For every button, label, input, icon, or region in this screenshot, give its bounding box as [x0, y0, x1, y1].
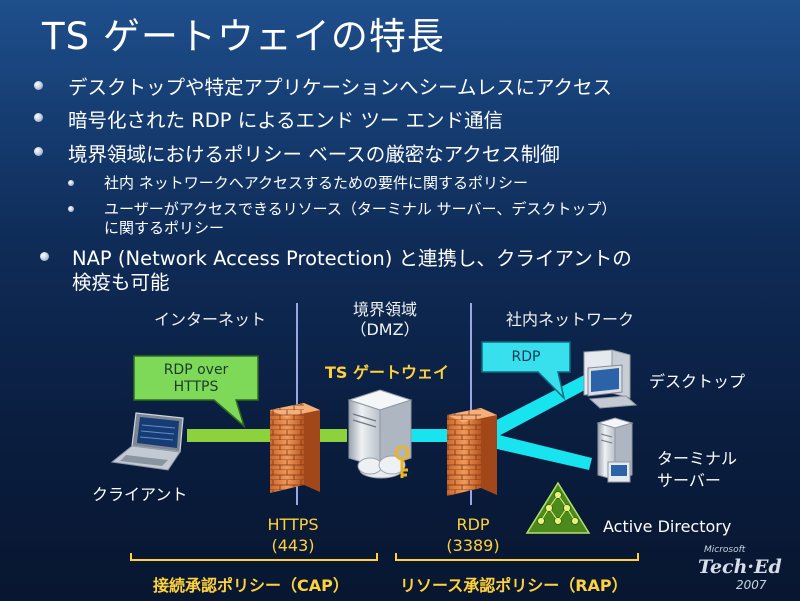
sub-bullet-text-cont: に関するポリシー [104, 219, 225, 237]
callout-rdp-over-https [133, 355, 259, 429]
gateway-label: TS ゲートウェイ [324, 363, 449, 382]
zone-internet-label: インターネット [153, 310, 266, 329]
sub-bullet-text: 社内 ネットワークへアクセスするための要件に関するポリシー [104, 174, 529, 192]
sub-bullet-dot [68, 180, 74, 186]
terminal-server-label-1: ターミナル [657, 449, 738, 468]
rdp-port-number: (3389) [446, 536, 500, 555]
callout-green-line2: HTTPS [173, 379, 219, 395]
rap-policy-label: リソース承認ポリシー（RAP） [400, 576, 628, 595]
bullet-text: 暗号化された RDP によるエンド ツー エンド通信 [68, 109, 504, 132]
callout-rdp [481, 341, 571, 401]
bullet-text: 境界領域におけるポリシー ベースの厳密なアクセス制御 [68, 143, 560, 166]
bullet-dot [34, 113, 43, 122]
cap-policy-label: 接続承認ポリシー（CAP） [153, 576, 349, 595]
bullet-dot [40, 252, 49, 261]
terminal-server-label-2: サーバー [657, 471, 721, 490]
bullet-dot [34, 147, 43, 156]
teched-logo: Microsoft Tech·Ed 2007 [692, 545, 792, 595]
zone-corporate-label: 社内ネットワーク [505, 310, 634, 329]
sub-bullet-text: ユーザーがアクセスできるリソース（ターミナル サーバー、デスクトップ） [104, 200, 617, 218]
logo-line3: 2007 [736, 578, 767, 592]
sub-bullet-dot [68, 206, 74, 212]
bullet-text: デスクトップや特定アプリケーションへシームレスにアクセス [68, 76, 613, 99]
zone-dmz-label-2: （DMZ） [350, 320, 420, 339]
https-link [187, 429, 347, 442]
rap-brace [395, 553, 639, 561]
firewall-icon-https [270, 403, 320, 493]
https-port-label: HTTPS [267, 515, 319, 534]
https-port-number: (443) [271, 536, 315, 555]
desktop-icon [583, 349, 638, 409]
client-label: クライアント [92, 485, 188, 504]
desktop-label: デスクトップ [649, 372, 746, 391]
zone-dmz-label: 境界領域 [352, 300, 417, 319]
rdp-link-gateway [405, 429, 455, 442]
logo-line1: Microsoft [704, 545, 746, 555]
server-icon-gateway [347, 389, 413, 479]
active-directory-icon [525, 481, 591, 534]
cap-brace [130, 553, 378, 561]
laptop-icon [110, 412, 184, 471]
callout-green-line1: RDP over [163, 362, 229, 378]
firewall-icon-rdp [447, 408, 497, 496]
active-directory-label: Active Directory [603, 517, 732, 536]
key-icon [394, 445, 410, 478]
nap-bullet-line1: NAP (Network Access Protection) と連携し、クライ… [72, 247, 632, 270]
slide-title: TS ゲートウェイの特長 [42, 15, 445, 58]
server-icon-terminal [596, 417, 634, 483]
rdp-link-desktop [487, 371, 598, 439]
logo-line2: Tech·Ed [698, 556, 782, 578]
callout-blue-text: RDP [511, 349, 541, 365]
bullet-dot [34, 81, 43, 90]
nap-bullet-line2: 検疫も可能 [72, 271, 170, 294]
rdp-link-terminal [484, 432, 592, 470]
rdp-port-label: RDP [456, 515, 490, 534]
